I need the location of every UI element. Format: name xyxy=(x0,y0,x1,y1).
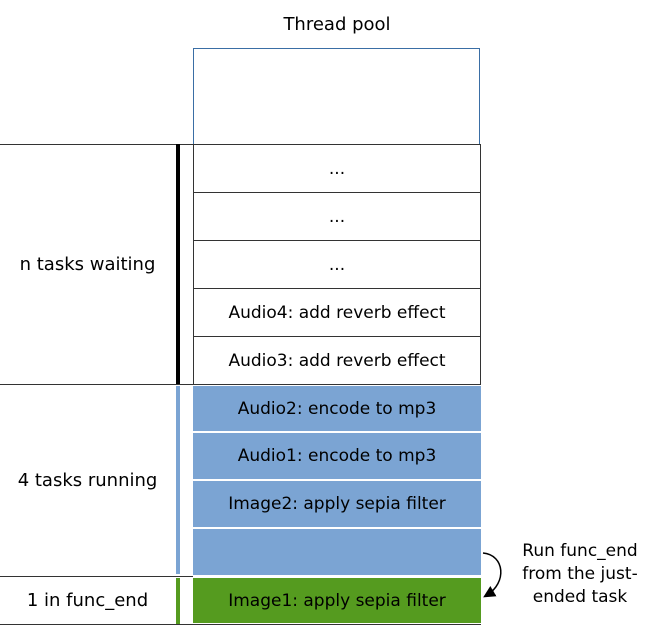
slot-waiting-3: ... xyxy=(193,240,481,289)
slot-image2: Image2: apply sepia filter xyxy=(193,480,481,528)
slot-waiting-1: ... xyxy=(193,144,481,193)
ending-bar xyxy=(176,578,180,624)
slot-audio4: Audio4: add reverb effect xyxy=(193,288,481,337)
separator-bottom xyxy=(0,624,481,625)
slot-running-empty xyxy=(193,528,481,576)
func-end-note: Run func_end from the just-ended task xyxy=(522,541,638,607)
separator-running-top xyxy=(0,384,193,385)
waiting-bar xyxy=(176,144,180,384)
diagram-title: Thread pool xyxy=(283,13,391,35)
slot-image1: Image1: apply sepia filter xyxy=(193,577,481,624)
slot-audio1: Audio1: encode to mp3 xyxy=(193,432,481,480)
slot-audio3: Audio3: add reverb effect xyxy=(193,336,481,385)
label-waiting: n tasks waiting xyxy=(19,253,156,275)
curved-arrow-icon xyxy=(482,552,502,598)
label-running: 4 tasks running xyxy=(17,469,158,491)
slot-audio2: Audio2: encode to mp3 xyxy=(193,385,481,432)
slot-waiting-2: ... xyxy=(193,192,481,241)
pool-empty-area xyxy=(193,48,480,144)
separator-ending-top xyxy=(0,576,193,577)
separator-waiting-top xyxy=(0,144,193,145)
running-bar xyxy=(176,386,180,574)
label-ending: 1 in func_end xyxy=(26,589,149,611)
